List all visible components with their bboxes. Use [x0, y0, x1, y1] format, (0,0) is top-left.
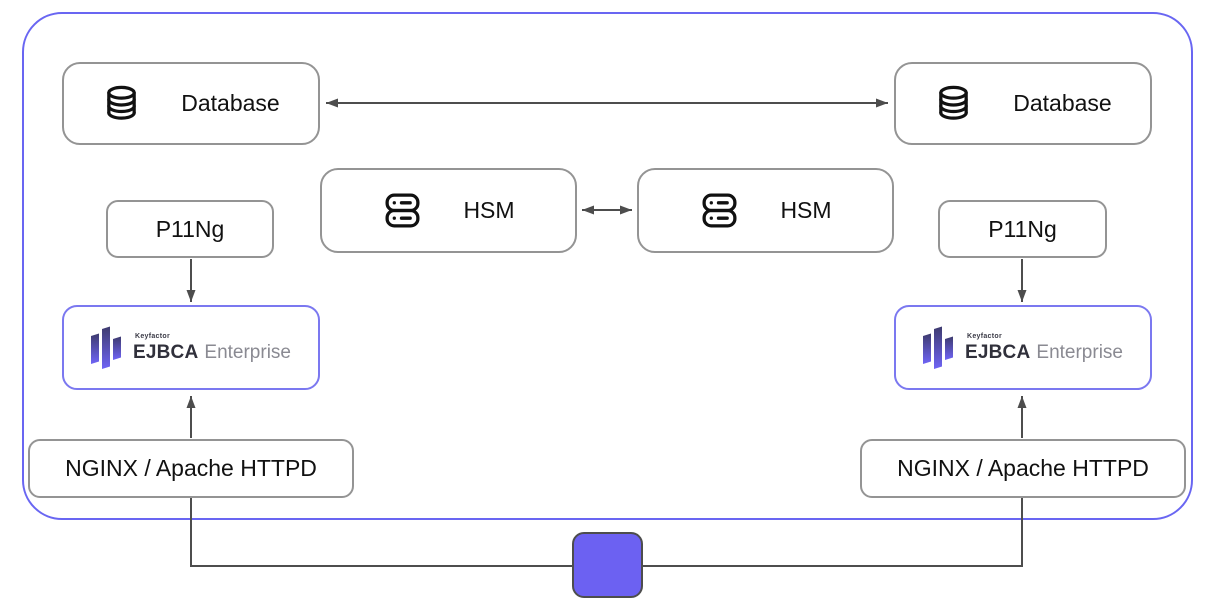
- node-database-right: Database: [894, 62, 1152, 145]
- node-database-left: Database: [62, 62, 320, 145]
- node-label: Database: [181, 90, 280, 116]
- node-p11ng-left: P11Ng: [106, 200, 274, 258]
- ejbca-wordmark: Keyfactor EJBCA Enterprise: [133, 333, 291, 362]
- node-label: NGINX / Apache HTTPD: [897, 455, 1149, 481]
- node-hsm-left: HSM: [320, 168, 577, 253]
- node-label: HSM: [463, 197, 515, 223]
- server-stack-icon: [702, 193, 737, 228]
- node-label: Database: [1013, 90, 1112, 116]
- node-hsm-right: HSM: [637, 168, 894, 253]
- node-label: HSM: [780, 197, 832, 223]
- node-ejbca-right: Keyfactor EJBCA Enterprise: [894, 305, 1152, 390]
- server-stack-icon: [385, 193, 420, 228]
- node-nginx-left: NGINX / Apache HTTPD: [28, 439, 354, 498]
- ejbca-wordmark: Keyfactor EJBCA Enterprise: [965, 333, 1123, 362]
- keyfactor-brand-label: Keyfactor: [134, 333, 170, 340]
- node-label: P11Ng: [155, 215, 225, 242]
- keyfactor-logo-icon: [90, 326, 121, 369]
- keyfactor-brand-label: Keyfactor: [966, 333, 1002, 340]
- node-nginx-right: NGINX / Apache HTTPD: [860, 439, 1186, 498]
- node-ejbca-left: Keyfactor EJBCA Enterprise: [62, 305, 320, 390]
- load-balancer-node: [572, 532, 643, 598]
- keyfactor-logo-icon: [922, 326, 953, 369]
- database-icon: [939, 85, 969, 120]
- ejbca-edition-label: Enterprise: [204, 342, 291, 363]
- node-label: P11Ng: [988, 215, 1057, 242]
- cluster-frame: [22, 12, 1193, 520]
- ejbca-product-label: EJBCA: [964, 342, 1031, 363]
- database-icon: [107, 85, 137, 120]
- node-p11ng-right: P11Ng: [938, 200, 1107, 258]
- ejbca-edition-label: Enterprise: [1036, 342, 1123, 363]
- ejbca-product-label: EJBCA: [132, 342, 199, 363]
- node-label: NGINX / Apache HTTPD: [65, 455, 317, 481]
